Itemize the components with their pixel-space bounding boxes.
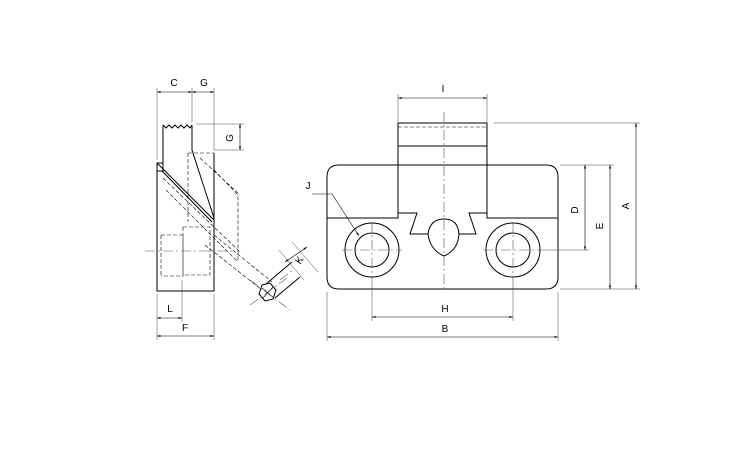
front-top-tab bbox=[397, 122, 488, 218]
label-e: E bbox=[595, 222, 606, 229]
dovetail-slot bbox=[327, 212, 558, 235]
label-g-side: G bbox=[225, 134, 236, 142]
front-view: I A E D H B J bbox=[306, 84, 640, 341]
dim-ade-extension bbox=[494, 122, 640, 290]
leader-j bbox=[312, 193, 360, 237]
label-f: F bbox=[182, 323, 188, 334]
label-a: A bbox=[621, 202, 632, 209]
label-j: J bbox=[306, 181, 311, 192]
label-g-top: G bbox=[200, 78, 208, 89]
side-outline bbox=[156, 125, 215, 292]
side-diagonal-slot bbox=[156, 162, 215, 223]
label-l: L bbox=[167, 304, 173, 315]
label-h: H bbox=[441, 304, 448, 315]
dim-hb-extension bbox=[326, 284, 559, 341]
label-d: D bbox=[570, 206, 581, 213]
front-body-outline bbox=[326, 164, 559, 290]
side-notch bbox=[156, 162, 164, 172]
mounting-hole-right bbox=[483, 222, 543, 284]
dim-cg-extension bbox=[156, 88, 215, 160]
mounting-hole-left bbox=[342, 222, 402, 284]
dim-k bbox=[284, 246, 308, 263]
label-i: I bbox=[442, 84, 445, 95]
label-b: B bbox=[442, 324, 449, 335]
side-hidden-lines bbox=[160, 152, 241, 277]
hex-projection-lines bbox=[204, 234, 273, 291]
lens-hole bbox=[427, 218, 460, 257]
hex-socket bbox=[249, 261, 301, 311]
side-view: K C G G L F bbox=[145, 78, 319, 340]
dim-g-side-extension bbox=[196, 123, 244, 151]
label-c: C bbox=[170, 78, 177, 89]
serrated-jaw-teeth bbox=[162, 124, 193, 129]
